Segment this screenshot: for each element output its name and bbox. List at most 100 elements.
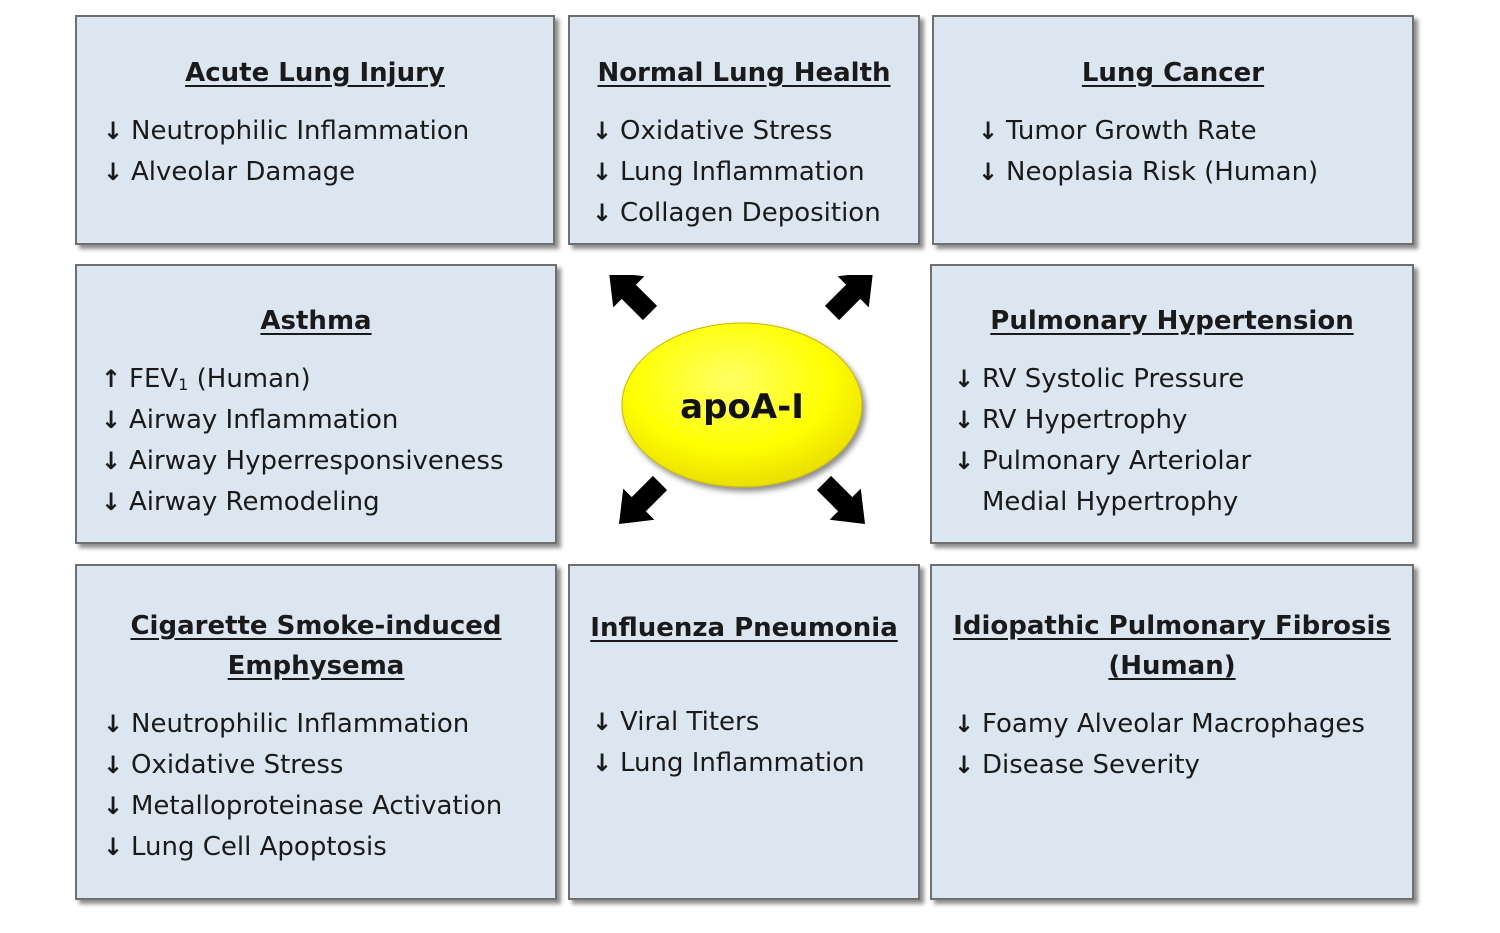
arrow-down-icon: ↓ — [103, 158, 124, 186]
arrow-down-icon: ↓ — [103, 792, 124, 820]
effect-text: Medial Hypertrophy — [982, 487, 1239, 517]
arrow-down-icon: ↓ — [592, 158, 613, 186]
box-normal-lung-health: Normal Lung Health ↓Oxidative Stress↓Lun… — [568, 15, 920, 245]
effect-text: Metalloproteinase Activation — [131, 791, 503, 821]
box-title: Idiopathic Pulmonary Fibrosis(Human) — [932, 606, 1412, 686]
effect-item: ↓Neoplasia Risk (Human) — [978, 152, 1318, 193]
effect-text: Lung Cell Apoptosis — [131, 832, 387, 862]
effect-text: Collagen Deposition — [620, 198, 881, 228]
effect-text: RV Hypertrophy — [982, 405, 1188, 435]
effect-text: FEV — [129, 364, 179, 394]
box-items: ↓Tumor Growth Rate↓Neoplasia Risk (Human… — [978, 111, 1318, 193]
arrow-down-icon: ↓ — [954, 710, 975, 738]
box-title: Asthma — [77, 301, 555, 341]
box-items: ↓Neutrophilic Inflammation↓Alveolar Dama… — [103, 111, 469, 193]
effect-item: ↓Alveolar Damage — [103, 152, 469, 193]
box-title-line: Influenza Pneumonia — [590, 613, 898, 643]
box-title: Influenza Pneumonia — [570, 608, 918, 648]
effect-item: ↓Lung Inflammation — [592, 743, 865, 784]
effect-text: Lung Inflammation — [620, 157, 865, 187]
effect-item: ↓Viral Titers — [592, 702, 865, 743]
arrow-down-icon: ↓ — [954, 406, 975, 434]
effect-text: Neoplasia Risk (Human) — [1006, 157, 1319, 187]
box-title: Pulmonary Hypertension — [932, 301, 1412, 341]
arrow-down-icon: ↓ — [954, 447, 975, 475]
effect-item: ↓Oxidative Stress — [103, 745, 502, 786]
effect-subscript: 1 — [178, 375, 189, 394]
arrow-down-icon: ↓ — [103, 833, 124, 861]
box-title-line: Cigarette Smoke-induced — [130, 611, 502, 641]
effect-item: ↓Lung Cell Apoptosis — [103, 827, 502, 868]
effect-item: ↓Foamy Alveolar Macrophages — [954, 704, 1365, 745]
effect-item: ↓Airway Remodeling — [101, 482, 504, 523]
arrow-down-icon: ↓ — [103, 751, 124, 779]
box-title: Normal Lung Health — [570, 53, 918, 93]
hub-label: apoA-I — [680, 387, 804, 427]
box-items: ↓Foamy Alveolar Macrophages↓Disease Seve… — [954, 704, 1365, 786]
effect-text-suffix: (Human) — [188, 364, 311, 394]
hub-graphic — [608, 275, 874, 525]
arrow-down-icon: ↓ — [103, 117, 124, 145]
arrow-down-icon: ↓ — [978, 158, 999, 186]
box-title: Lung Cancer — [934, 53, 1412, 93]
effect-text: Pulmonary Arteriolar — [982, 446, 1252, 476]
box-title: Acute Lung Injury — [77, 53, 553, 93]
arrow-down-icon: ↓ — [954, 365, 975, 393]
hub-ellipse — [621, 322, 863, 488]
arrow-up-right — [824, 275, 874, 321]
box-items: ↓Neutrophilic Inflammation↓Oxidative Str… — [103, 704, 502, 868]
arrow-down-icon: ↓ — [101, 447, 122, 475]
effect-text: Tumor Growth Rate — [1006, 116, 1257, 146]
effect-text: Airway Inflammation — [129, 405, 399, 435]
effect-item: ↓Disease Severity — [954, 745, 1365, 786]
effect-text: Oxidative Stress — [620, 116, 833, 146]
box-title-line: Lung Cancer — [1081, 58, 1265, 88]
box-title-line: Pulmonary Hypertension — [990, 306, 1354, 336]
arrow-down-icon: ↓ — [592, 749, 613, 777]
effect-text: Airway Hyperresponsiveness — [129, 446, 504, 476]
apoa1-hub: apoA-I — [600, 275, 890, 535]
box-title-line: Idiopathic Pulmonary Fibrosis — [953, 611, 1391, 641]
box-pulmonary-hypertension: Pulmonary Hypertension ↓RV Systolic Pres… — [930, 264, 1414, 544]
effect-text: Neutrophilic Inflammation — [131, 116, 470, 146]
arrow-down-icon: ↓ — [978, 117, 999, 145]
box-title-line: Emphysema — [227, 651, 405, 681]
box-title-line: Acute Lung Injury — [185, 58, 445, 88]
effect-item: ↓Collagen Deposition — [592, 193, 881, 234]
box-ipf: Idiopathic Pulmonary Fibrosis(Human) ↓Fo… — [930, 564, 1414, 900]
effect-item: ↓Pulmonary Arteriolar — [954, 441, 1251, 482]
effect-text: Disease Severity — [982, 750, 1200, 780]
arrow-down-icon: ↓ — [592, 199, 613, 227]
effect-text: Oxidative Stress — [131, 750, 344, 780]
effect-item: ↓Tumor Growth Rate — [978, 111, 1318, 152]
arrow-down-icon: ↓ — [954, 751, 975, 779]
box-items: ↓RV Systolic Pressure↓RV Hypertrophy↓Pul… — [954, 359, 1251, 523]
arrow-up-left — [608, 275, 658, 321]
box-lung-cancer: Lung Cancer ↓Tumor Growth Rate↓Neoplasia… — [932, 15, 1414, 245]
effect-item: ↓Neutrophilic Inflammation — [103, 704, 502, 745]
effect-item: ↓RV Systolic Pressure — [954, 359, 1251, 400]
effect-text: Airway Remodeling — [129, 487, 380, 517]
effect-item: ↓Oxidative Stress — [592, 111, 881, 152]
box-acute-lung-injury: Acute Lung Injury ↓Neutrophilic Inflamma… — [75, 15, 555, 245]
effect-item: ↓Metalloproteinase Activation — [103, 786, 502, 827]
effect-item: ↓Airway Inflammation — [101, 400, 504, 441]
effect-item: Medial Hypertrophy — [954, 482, 1251, 523]
effect-text: Alveolar Damage — [131, 157, 356, 187]
effect-text: RV Systolic Pressure — [982, 364, 1245, 394]
box-items: ↓Oxidative Stress↓Lung Inflammation↓Coll… — [592, 111, 881, 234]
effect-text: Viral Titers — [620, 707, 760, 737]
arrow-down-icon: ↓ — [101, 488, 122, 516]
arrow-down-icon: ↓ — [592, 117, 613, 145]
box-items: ↓Viral Titers↓Lung Inflammation — [592, 702, 865, 784]
box-title-line: Normal Lung Health — [597, 58, 891, 88]
arrow-down-icon: ↓ — [592, 708, 613, 736]
effect-item: ↓RV Hypertrophy — [954, 400, 1251, 441]
effect-item: ↓Neutrophilic Inflammation — [103, 111, 469, 152]
effect-text: Foamy Alveolar Macrophages — [982, 709, 1365, 739]
